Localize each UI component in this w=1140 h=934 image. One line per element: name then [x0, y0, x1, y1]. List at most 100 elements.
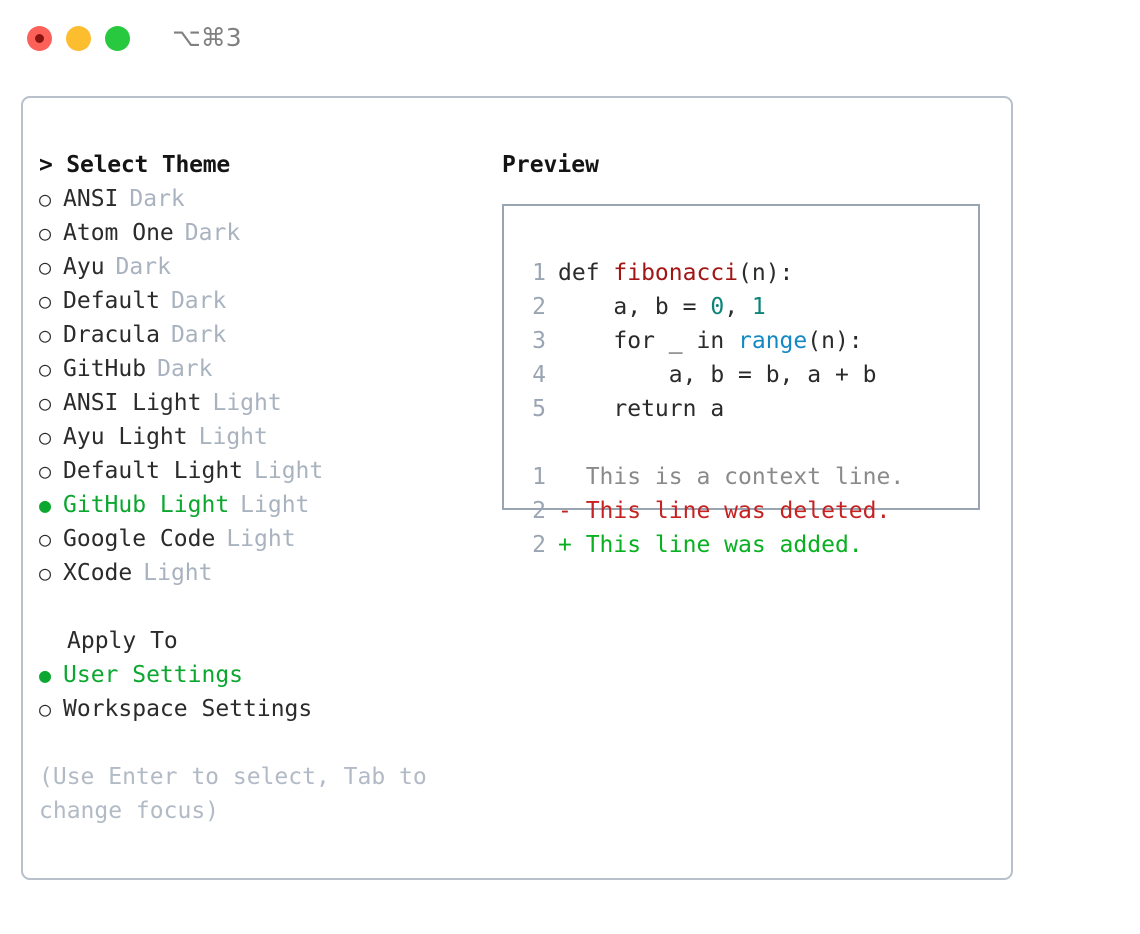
theme-name-label: Ayu — [63, 254, 105, 280]
apply-to-option-label: Workspace Settings — [63, 696, 313, 722]
code-token: (n): — [807, 328, 863, 354]
minimize-window-button[interactable] — [66, 26, 91, 51]
diff-line: 2 - This line was deleted. — [520, 494, 966, 528]
line-number: 2 — [532, 294, 546, 320]
theme-name-label: Default — [63, 288, 160, 314]
diff-line: 2 + This line was added. — [520, 528, 966, 562]
theme-name-label: Ayu Light — [63, 424, 188, 450]
code-line-text: return a — [558, 392, 724, 426]
line-number: 2 — [532, 532, 546, 558]
theme-name-label: Atom One — [63, 220, 174, 246]
theme-kind-label: Dark — [170, 322, 227, 348]
code-line: 5 return a — [520, 392, 966, 426]
code-spacer — [520, 426, 966, 460]
code-token: a, b = b, a + b — [558, 362, 877, 388]
line-number: 5 — [532, 396, 546, 422]
code-token: (n): — [738, 260, 794, 286]
theme-list-item[interactable]: ○ Ayu Dark — [39, 250, 469, 284]
theme-kind-label: Light — [212, 390, 282, 416]
radio-unselected-icon: ○ — [39, 289, 52, 313]
theme-kind-label: Light — [143, 560, 213, 586]
code-line: 1 def fibonacci(n): — [520, 256, 966, 290]
radio-unselected-icon: ○ — [39, 697, 52, 721]
radio-unselected-icon: ○ — [39, 425, 52, 449]
theme-name-label: Dracula — [63, 322, 160, 348]
code-line: 4 a, b = b, a + b — [520, 358, 966, 392]
code-line-text: a, b = 0, 1 — [558, 290, 766, 324]
title-bar: ⌥⌘3 — [0, 0, 1140, 78]
close-window-button[interactable] — [27, 26, 52, 51]
radio-unselected-icon: ○ — [39, 527, 52, 551]
radio-unselected-icon: ○ — [39, 255, 52, 279]
preview-heading: Preview — [502, 152, 599, 178]
theme-kind-label: Light — [254, 458, 324, 484]
theme-kind-label: Dark — [157, 356, 213, 382]
code-token: def — [558, 260, 614, 286]
theme-name-label: Google Code — [63, 526, 216, 552]
theme-name-label: XCode — [63, 560, 133, 586]
theme-list-item[interactable]: ○ Dracula Dark — [39, 318, 469, 352]
code-line-text: def fibonacci(n): — [558, 256, 793, 290]
theme-kind-label: Dark — [184, 220, 241, 246]
line-number: 2 — [532, 498, 546, 524]
theme-kind-label: Dark — [129, 186, 185, 212]
theme-name-label: ANSI — [63, 186, 119, 212]
line-number: 4 — [532, 362, 546, 388]
theme-list-item[interactable]: ○ Atom One Dark — [39, 216, 469, 250]
theme-list-item[interactable]: ○ Default Dark — [39, 284, 469, 318]
diff-line: 1 This is a context line. — [520, 460, 966, 494]
theme-list-item[interactable]: ○ Google Code Light — [39, 522, 469, 556]
radio-selected-icon: ● — [39, 493, 52, 517]
apply-to-option-label: User Settings — [63, 662, 244, 688]
theme-kind-label: Dark — [170, 288, 227, 314]
diff-sample: 1 This is a context line. 2 - This line wa… — [520, 460, 966, 562]
code-line: 3 for _ in range(n): — [520, 324, 966, 358]
code-line: 2 a, b = 0, 1 — [520, 290, 966, 324]
code-token: 1 — [751, 294, 766, 320]
radio-unselected-icon: ○ — [39, 187, 52, 211]
theme-list-item[interactable]: ○ ANSI Dark — [39, 182, 469, 216]
theme-list-item[interactable]: ● GitHub Light Light — [39, 488, 469, 522]
apply-to-option[interactable]: ●User Settings — [39, 658, 469, 692]
radio-unselected-icon: ○ — [39, 561, 52, 585]
theme-list-item[interactable]: ○ XCode Light — [39, 556, 469, 590]
window-title-shortcut: ⌥⌘3 — [172, 23, 242, 52]
apply-to-option[interactable]: ○ Workspace Settings — [39, 692, 469, 726]
theme-kind-label: Light — [240, 492, 310, 518]
theme-list-item[interactable]: ○ ANSI Light Light — [39, 386, 469, 420]
code-token: for _ in — [558, 328, 739, 354]
select-theme-heading: > Select Theme — [39, 152, 231, 178]
theme-kind-label: Dark — [115, 254, 171, 280]
radio-unselected-icon: ○ — [39, 357, 52, 381]
theme-name-label: ANSI Light — [63, 390, 202, 416]
preview-column: Preview — [502, 148, 992, 182]
theme-kind-label: Light — [226, 526, 296, 552]
traffic-light-buttons — [27, 26, 130, 51]
code-token: range — [738, 328, 808, 354]
maximize-window-button[interactable] — [105, 26, 130, 51]
diff-line-text: - This line was deleted. — [558, 498, 891, 524]
radio-unselected-icon: ○ — [39, 221, 52, 245]
line-number: 3 — [532, 328, 546, 354]
diff-line-text: + This line was added. — [558, 532, 863, 558]
line-number: 1 — [532, 260, 546, 286]
apply-to-heading: Apply To — [67, 628, 178, 654]
code-token: 0 — [710, 294, 725, 320]
theme-name-label: Default Light — [63, 458, 244, 484]
help-hint-text: (Use Enter to select, Tab to change focu… — [39, 764, 427, 824]
radio-unselected-icon: ○ — [39, 391, 52, 415]
theme-name-label: GitHub Light — [63, 492, 230, 518]
radio-unselected-icon: ○ — [39, 323, 52, 347]
apply-to-options[interactable]: ●User Settings ○ Workspace Settings — [39, 658, 469, 726]
